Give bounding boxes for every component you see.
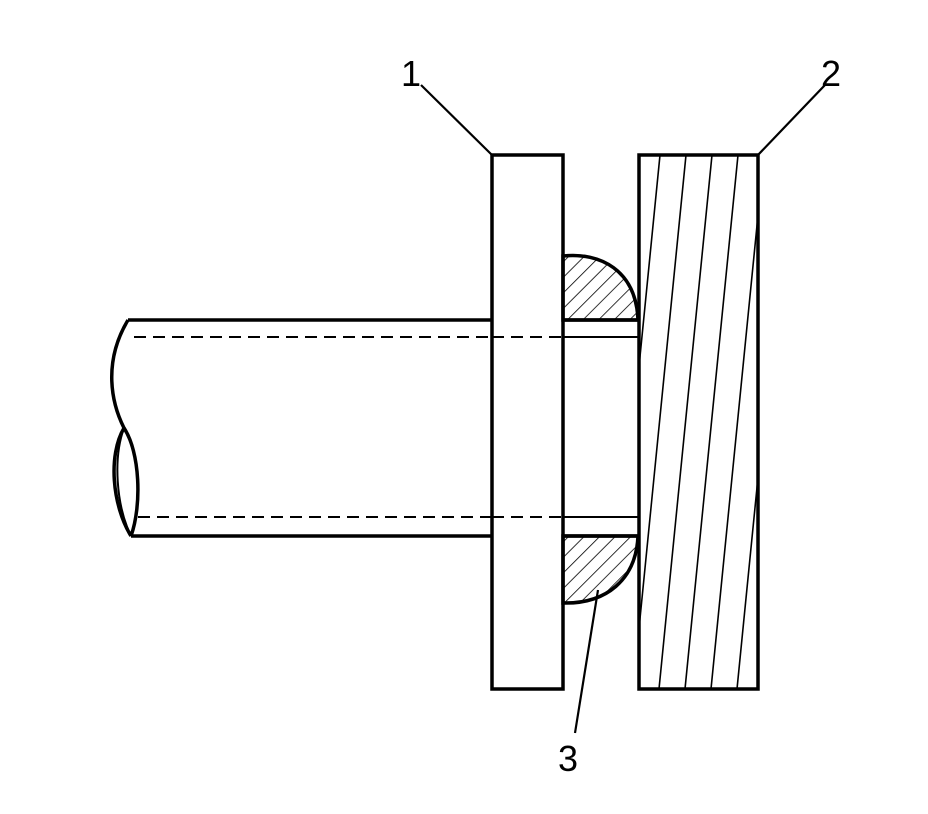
leader-lines bbox=[420, 84, 826, 734]
callout-label-3: 3 bbox=[558, 738, 578, 779]
plate-2-section-lines bbox=[639, 155, 758, 689]
weld-bead bbox=[561, 253, 640, 605]
tube bbox=[110, 318, 638, 538]
callout-label-2: 2 bbox=[821, 53, 841, 94]
callout-label-1: 1 bbox=[401, 53, 421, 94]
leader-line-2 bbox=[756, 84, 826, 157]
weld-bead-upper bbox=[561, 253, 640, 322]
leader-line-3 bbox=[573, 589, 600, 734]
plate-2 bbox=[637, 153, 760, 691]
leader-line-1 bbox=[420, 84, 494, 157]
tube-broken-lens bbox=[122, 427, 140, 537]
tube-broken-lens-inner bbox=[116, 427, 132, 537]
plate-1 bbox=[490, 153, 565, 691]
weld-bead-lower bbox=[561, 534, 640, 605]
plate-1-body bbox=[490, 153, 565, 691]
plate-2-body bbox=[637, 153, 760, 691]
